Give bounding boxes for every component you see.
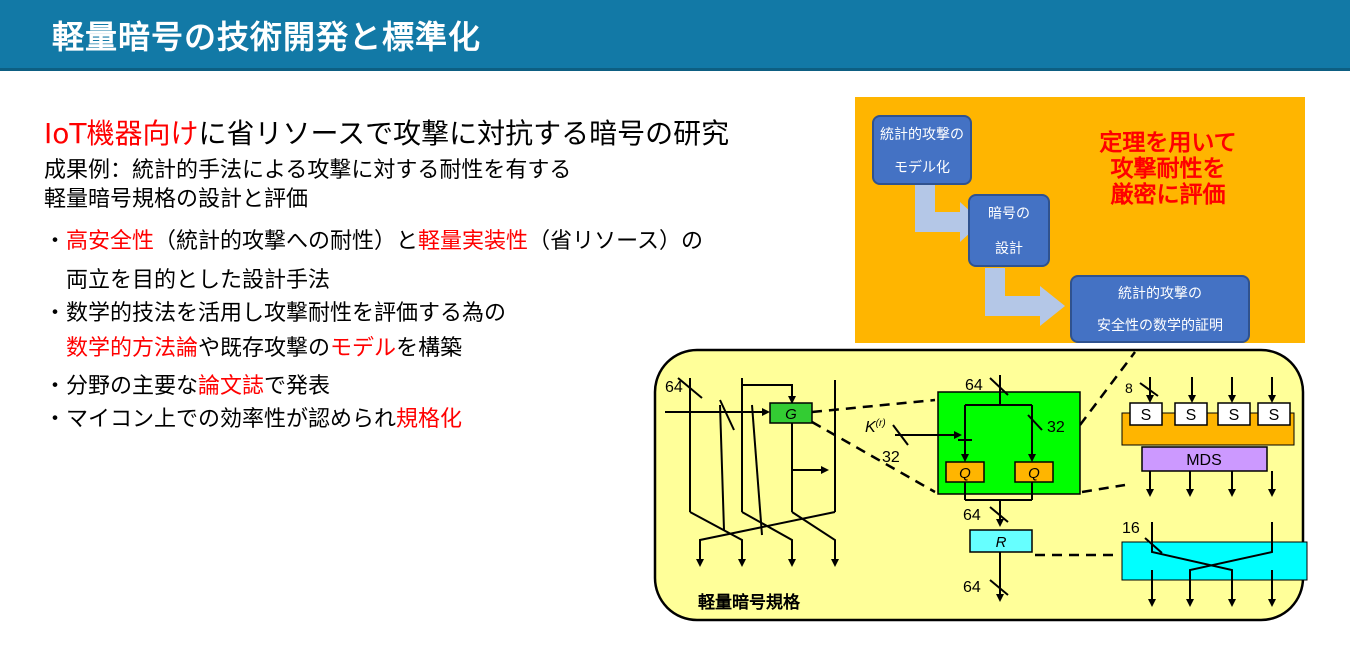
- round-key-label: K(r): [865, 418, 886, 436]
- q-box-right: [1014, 461, 1054, 483]
- permutation-bitwidth: 16: [1122, 520, 1140, 537]
- design-box-line1: 暗号の: [988, 206, 1030, 223]
- sbox-bitwidth: 8: [1125, 380, 1133, 396]
- theorem-line1: 定理を用いて: [1099, 130, 1237, 156]
- proof-box-line1: 統計的攻撃の: [1118, 286, 1202, 302]
- center-bottom-bitwidth: 64: [963, 579, 981, 596]
- q-label-right: Q: [1028, 465, 1040, 482]
- highlight-text: 数学的方法論: [66, 336, 199, 361]
- design-box: 暗号の 設計: [968, 194, 1050, 267]
- body-text-segment: 軽量暗号規格の設計と評価: [44, 187, 309, 212]
- r-output-wire: [989, 552, 1009, 602]
- body-text-segment: （統計的攻撃への耐性）と: [154, 229, 419, 254]
- round-key-bitwidth: 32: [882, 449, 900, 466]
- permutation-box: [1121, 541, 1308, 581]
- body-text-segment: （省リソース）の: [528, 229, 703, 254]
- g-function-box: [769, 402, 813, 424]
- theorem-callout: 定理を用いて 攻撃耐性を 厳密に評価: [1048, 130, 1288, 208]
- sbox-wires: [1139, 377, 1276, 497]
- highlight-text: 論文誌: [198, 374, 265, 399]
- body-line: 軽量暗号規格の設計と評価: [44, 181, 308, 213]
- g-function-label: G: [785, 406, 797, 423]
- sbox-group: S S S S: [1129, 402, 1291, 426]
- sbox-label-4: S: [1269, 407, 1280, 424]
- theorem-line3: 厳密に評価: [1110, 182, 1226, 208]
- expansion-lines: [811, 351, 1136, 557]
- g-detail-wires: [892, 375, 1043, 527]
- center-mid-bitwidth: 64: [963, 507, 981, 524]
- proof-box-line2: 安全性の数学的証明: [1097, 318, 1223, 334]
- title-bar-underline: [0, 68, 1350, 71]
- mds-box: [1141, 446, 1268, 472]
- center-half-bitwidth: 32: [1047, 419, 1065, 436]
- highlight-text: 規格化: [396, 407, 463, 432]
- permutation-wires: [1144, 522, 1276, 607]
- model-box: 統計的攻撃の モデル化: [872, 115, 972, 185]
- model-box-line1: 統計的攻撃の: [880, 126, 964, 143]
- heading-highlight: IoT機器向け: [44, 117, 199, 150]
- circuit-title: 軽量暗号規格: [698, 592, 801, 612]
- model-box-line2: モデル化: [894, 159, 950, 176]
- body-text-segment: で発表: [264, 374, 331, 399]
- body-text-segment: ・マイコン上での効率性が認められ: [44, 407, 397, 432]
- body-text-segment: ・数学的技法を活用し攻撃耐性を評価する為の: [44, 301, 507, 326]
- body-line: ・数学的技法を活用し攻撃耐性を評価する為の: [44, 295, 506, 327]
- mds-label: MDS: [1186, 452, 1222, 469]
- body-line: 成果例：統計的手法による攻撃に対する耐性を有する: [44, 152, 571, 184]
- left-bitwidth-label: 64: [665, 379, 683, 396]
- highlight-text: モデル: [330, 336, 397, 361]
- highlight-text: 軽量実装性: [418, 229, 529, 254]
- research-heading: IoT機器向けに省リソースで攻撃に対抗する暗号の研究: [44, 112, 729, 152]
- proof-box: 統計的攻撃の 安全性の数学的証明: [1070, 275, 1250, 343]
- body-text-segment: を構築: [396, 336, 463, 361]
- body-line: ・マイコン上での効率性が認められ規格化: [44, 401, 462, 433]
- title-bar: 軽量暗号の技術開発と標準化: [0, 0, 1350, 68]
- sbox-label-1: S: [1141, 407, 1152, 424]
- heading-rest: に省リソースで攻撃に対抗する暗号の研究: [198, 117, 730, 150]
- page-title: 軽量暗号の技術開発と標準化: [52, 18, 482, 56]
- sbox-label-2: S: [1186, 407, 1197, 424]
- body-text-segment: や既存攻撃の: [198, 336, 331, 361]
- q-label-left: Q: [959, 465, 971, 482]
- body-line: ・高安全性（統計的攻撃への耐性）と軽量実装性（省リソース）の: [44, 223, 703, 255]
- body-text-segment: ・分野の主要な: [44, 374, 199, 399]
- r-function-label: R: [996, 534, 1007, 551]
- sbox-label-3: S: [1229, 407, 1240, 424]
- theorem-line2: 攻撃耐性を: [1110, 156, 1226, 182]
- highlight-text: 高安全性: [66, 229, 155, 254]
- center-top-bitwidth: 64: [965, 377, 983, 394]
- body-text-segment: 成果例：統計的手法による攻撃に対する耐性を有する: [44, 158, 572, 183]
- body-text-segment: 両立を目的とした設計手法: [44, 268, 331, 293]
- body-line: ・分野の主要な論文誌で発表: [44, 368, 330, 400]
- design-box-line2: 設計: [995, 240, 1023, 257]
- body-text-segment: ・: [44, 229, 67, 254]
- q-box-left: [945, 461, 985, 483]
- body-line: 数学的方法論や既存攻撃のモデルを構築: [44, 330, 462, 362]
- body-line: 両立を目的とした設計手法: [44, 262, 330, 294]
